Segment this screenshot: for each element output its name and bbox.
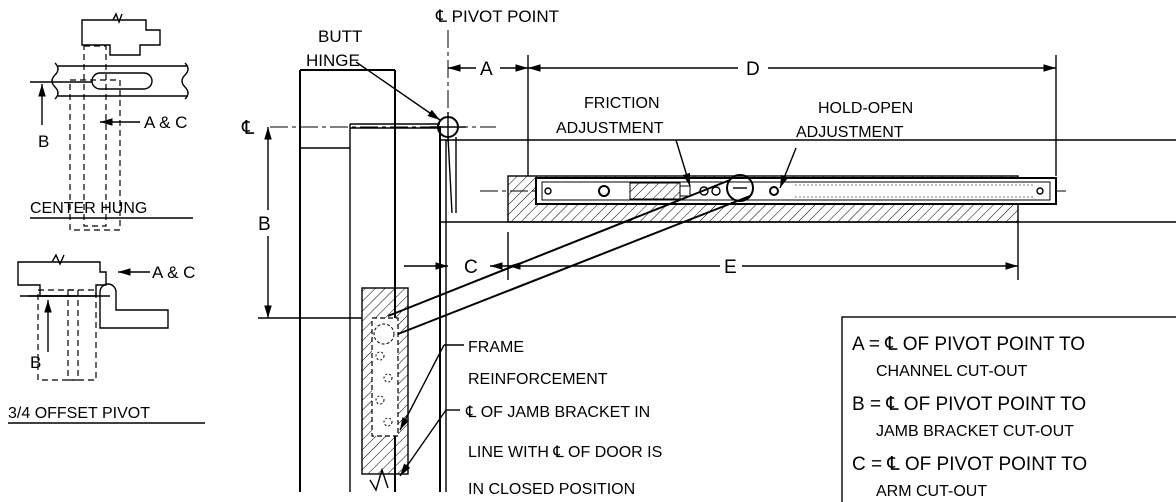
dim-d-label: D	[746, 59, 760, 80]
friction-label-1: FRICTION	[584, 95, 660, 112]
butt-hinge-label-1: BUTT	[318, 27, 362, 46]
cl-label: ℄	[241, 118, 255, 139]
frame-reinf-label-2: REINFORCEMENT	[468, 371, 608, 388]
legend-c-line2: ARM CUT-OUT	[876, 483, 987, 500]
jamb-label-2: LINE WITH ℄ OF DOOR IS	[468, 444, 662, 461]
holdopen-label-1: HOLD-OPEN	[818, 100, 913, 117]
holdopen-label-2: ADJUSTMENT	[796, 124, 904, 141]
dim-b-label: B	[258, 214, 271, 235]
legend-b-line2: JAMB BRACKET CUT-OUT	[876, 423, 1074, 440]
legend-a-line1: A = ℄ OF PIVOT POINT TO	[852, 334, 1085, 355]
legend-a-line2: CHANNEL CUT-OUT	[876, 363, 1028, 380]
pivot-point-label: ℄ PIVOT POINT	[435, 7, 559, 26]
offset-pivot-inset: A & C B 3/4 OFFSET PIVOT	[8, 253, 205, 424]
dim-c-label: C	[464, 257, 478, 278]
center-hung-title: CENTER HUNG	[30, 200, 147, 217]
inset2-ac-label: A & C	[152, 263, 195, 282]
legend-b-line1: B = ℄ OF PIVOT POINT TO	[852, 394, 1086, 415]
center-hung-inset: B A & C CENTER HUNG	[30, 12, 193, 231]
dim-e-label: E	[724, 257, 737, 278]
jamb-label-1: ℄ OF JAMB BRACKET IN	[465, 404, 650, 421]
main-drawing	[258, 30, 1176, 492]
inset2-b-label: B	[30, 353, 41, 372]
offset-pivot-title: 3/4 OFFSET PIVOT	[8, 405, 150, 422]
legend-box: A = ℄ OF PIVOT POINT TO CHANNEL CUT-OUT …	[841, 316, 1176, 502]
jamb-label-3: IN CLOSED POSITION	[468, 481, 635, 498]
butt-hinge-label-2: HINGE	[306, 51, 360, 70]
friction-label-2: ADJUSTMENT	[556, 120, 664, 137]
inset-ac-label: A & C	[144, 113, 187, 132]
inset-b-label: B	[38, 132, 49, 151]
legend-c-line1: C = ℄ OF PIVOT POINT TO	[852, 454, 1087, 475]
frame-reinf-label-1: FRAME	[468, 339, 524, 356]
dim-a-label: A	[480, 59, 493, 80]
